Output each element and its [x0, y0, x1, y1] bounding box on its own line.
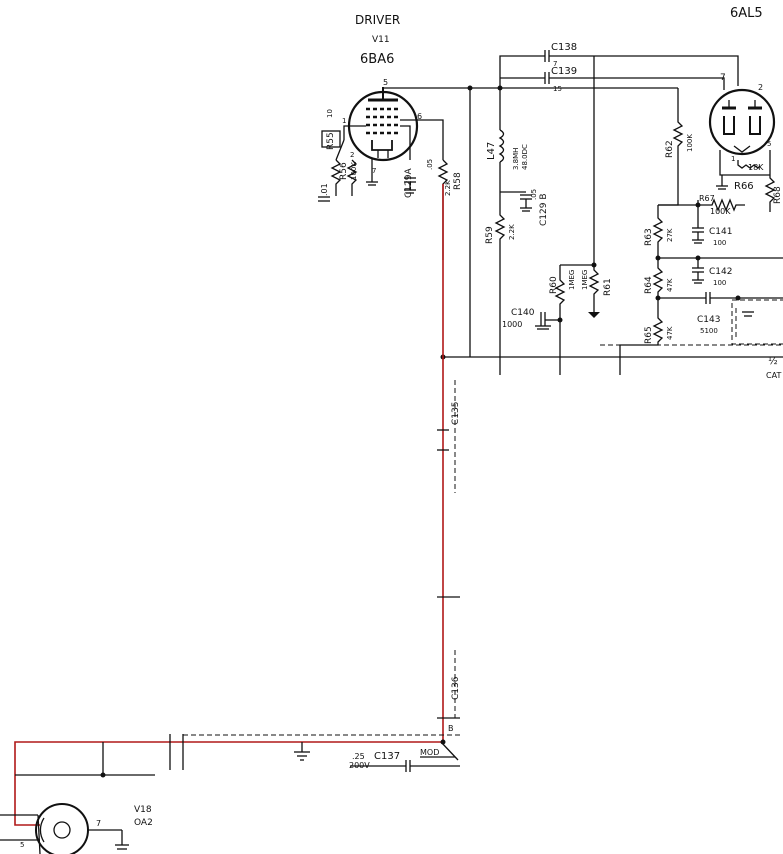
- oa2-label: OA2: [134, 818, 153, 828]
- c138-c139: [467, 50, 739, 91]
- r64-value: 47K: [666, 278, 674, 292]
- v11-pin2-label: 2: [350, 151, 354, 159]
- v18-regulator: [0, 742, 155, 854]
- c139-label: C139: [551, 66, 577, 77]
- c136-label: C136: [451, 676, 461, 700]
- c142-value: 100: [713, 279, 726, 287]
- c139-value: 15: [553, 85, 562, 93]
- r58-label: R58: [453, 172, 463, 190]
- r65-label: R65: [644, 326, 654, 344]
- mod-label: MOD: [420, 748, 439, 757]
- r62-label: R62: [665, 140, 675, 158]
- highlighted-signal-path: [14, 184, 444, 826]
- driver-tube: 6BA6: [360, 52, 394, 67]
- r61-value: 1MEG: [581, 270, 589, 290]
- r63-label: R63: [644, 228, 654, 246]
- c129b-label: C129 B: [539, 194, 549, 227]
- c129a-value: .05: [426, 159, 434, 170]
- c140-label: C140: [511, 308, 535, 318]
- driver-ref: V11: [372, 35, 390, 45]
- c129b-value: .05: [530, 189, 538, 200]
- ground-symbols: [366, 175, 704, 330]
- v18-label: V18: [134, 805, 152, 815]
- v11-pin6-label: 6: [417, 112, 422, 121]
- v6al5-pin7-label: 7: [720, 73, 726, 83]
- r55-r56-network: [318, 130, 358, 202]
- v6al5-wiring: [698, 150, 776, 212]
- r68-label: R68: [773, 186, 783, 204]
- r60-r61-c140: [540, 56, 600, 375]
- v11-wiring: [335, 87, 470, 175]
- c141-label: C141: [709, 227, 732, 237]
- r56-value: 100K: [350, 162, 358, 180]
- r66-value: 18K: [748, 163, 764, 172]
- c137-value2: 200V: [349, 761, 370, 770]
- l47-value1: 3.8MH: [512, 148, 520, 170]
- c138-label: C138: [551, 42, 577, 53]
- r55-value: 10: [326, 109, 334, 118]
- c137-value1: .25: [352, 752, 365, 761]
- r65-value: 47K: [666, 326, 674, 340]
- half-label: ½: [768, 355, 778, 367]
- r61-label: R61: [603, 278, 613, 296]
- v6al5-tube-symbol: [708, 88, 776, 156]
- r60-label: R60: [549, 276, 559, 294]
- r60-value: 1MEG: [568, 270, 576, 290]
- c141-value: 100: [713, 239, 726, 247]
- l47-label: L47: [486, 142, 497, 160]
- c140-value: 1000: [502, 320, 522, 329]
- cat-label: CAT: [766, 371, 781, 380]
- driver-label: DRIVER: [355, 13, 400, 27]
- r62-value: 100K: [686, 134, 694, 152]
- r64-label: R64: [644, 276, 654, 294]
- r59-value: 2.2K: [508, 224, 516, 240]
- v11-pin1-label: 1: [342, 117, 346, 125]
- r56-label: R56: [339, 162, 349, 180]
- switch-b-label: B: [448, 724, 454, 733]
- shield-box: [731, 299, 783, 345]
- v11-pin7-label: 7: [372, 167, 376, 175]
- r55-label: R55: [326, 132, 336, 150]
- bus-line: [440, 88, 783, 360]
- c135-c136-marks: [437, 380, 460, 719]
- right-tube-label: 6AL5: [730, 6, 763, 21]
- v6al5-pin5-label: 5: [767, 140, 771, 148]
- c138-value: 7: [553, 60, 557, 68]
- v18-pin5-label: 5: [20, 841, 24, 849]
- c137-label: C137: [374, 751, 400, 762]
- r59-label: R59: [485, 226, 495, 244]
- v6al5-pin1-label: 1: [731, 155, 735, 163]
- c143-value: 5100: [700, 327, 718, 335]
- r66-label: R66: [734, 181, 754, 192]
- c-01-label: .01: [320, 183, 329, 196]
- v11-pin5-label: 5: [383, 78, 388, 87]
- r63-value: 27K: [666, 228, 674, 242]
- r67-label: R67: [699, 194, 715, 203]
- c129a-r58: [404, 159, 449, 260]
- v11-tube-symbol: [347, 87, 419, 162]
- r67-value: 100K: [710, 207, 731, 216]
- l47-value2: 48.0DC: [521, 144, 529, 170]
- v6al5-pin2-label: 2: [758, 83, 763, 92]
- switch-c137-area: [169, 734, 460, 772]
- c143-label: C143: [697, 315, 720, 325]
- c142-label: C142: [709, 267, 732, 277]
- c135-label: C135: [451, 402, 461, 425]
- c129a-label: C129A: [404, 168, 414, 198]
- v18-pin7-label: 7: [96, 819, 101, 828]
- r58-value: 2.2K: [444, 180, 452, 196]
- l47-r59-c129b: [494, 88, 532, 375]
